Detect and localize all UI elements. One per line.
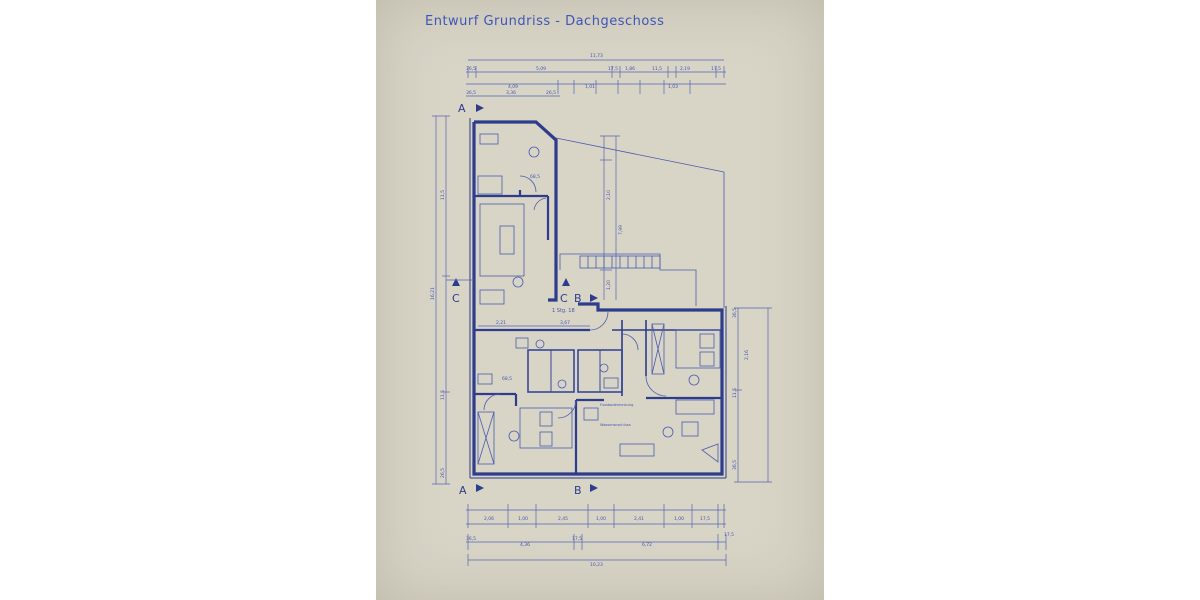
- dim-bottom-total: 10,23: [590, 562, 603, 568]
- dim-bottom-r2-3: 6,72: [642, 542, 652, 548]
- dim-center-0: 2,10: [606, 190, 612, 200]
- inner-dimensions: 2,21 3,67 68,5 68,5 Fussbodenheizung Was…: [478, 174, 633, 427]
- dim-bottom-r2-2: 17,5: [572, 536, 582, 542]
- dim-bottom-r2-1: 4,36: [520, 542, 530, 548]
- dim-bottom-r1-5: 1,00: [674, 516, 684, 522]
- exterior-walls: [469, 118, 727, 479]
- dim-bottom-r1-0: 2,06: [484, 516, 494, 522]
- dim-inner-3: 68,5: [502, 376, 512, 382]
- note-floor-heating: Fussbodenheizung: [600, 403, 633, 407]
- dim-left-0: 11,5: [440, 190, 446, 200]
- dim-bottom-r2-4: 17,5: [724, 532, 734, 538]
- dim-top-total: 11,73: [590, 53, 603, 59]
- dim-center-1: 7,99: [618, 225, 624, 235]
- dim-left-total: 16,21: [430, 287, 436, 300]
- dim-left-1: 11,5: [440, 390, 446, 400]
- stair-label: 1 Stg. 18: [552, 308, 575, 314]
- dim-left-2: 26,5: [440, 468, 446, 478]
- dim-top-r1-1: 5,09: [536, 66, 546, 72]
- section-b-mid: B: [574, 292, 582, 305]
- dim-inner-1: 3,67: [560, 320, 570, 326]
- dim-bottom-r1-1: 1,00: [518, 516, 528, 522]
- dim-top-r3-1: 3,36: [506, 90, 516, 96]
- dim-right-2: 11,5: [732, 388, 738, 398]
- staircase: 1 Stg. 18: [552, 255, 661, 314]
- dim-bottom-r2-0: 36,5: [466, 536, 476, 542]
- dim-top-r1-6: 17,5: [711, 66, 721, 72]
- dim-top-r2-0: 4,09: [508, 84, 518, 90]
- dim-top-r3-0: 36,5: [466, 90, 476, 96]
- dim-top-r1-3: 1,86: [625, 66, 635, 72]
- blueprint-sheet: [376, 0, 824, 600]
- dim-bottom-r1-6: 17,5: [700, 516, 710, 522]
- dim-inner-2: 68,5: [530, 174, 540, 180]
- dim-bottom-r1-4: 2,41: [634, 516, 644, 522]
- dim-right-0: 36,5: [732, 308, 738, 318]
- plan-title: Entwurf Grundriss - Dachgeschoss: [425, 14, 665, 29]
- section-a-bottom: A: [459, 484, 467, 497]
- section-markers: A A B B C C: [446, 102, 598, 497]
- dim-right-1: 2,16: [744, 350, 750, 360]
- left-dimension-chain: 16,21 11,5 11,5 26,5: [430, 115, 450, 485]
- dim-top-r3-2: 26,5: [546, 90, 556, 96]
- dim-center-2: 1,20: [606, 280, 612, 290]
- roof-outline: [555, 137, 725, 308]
- center-vertical-dimension: 2,10 7,99 1,20: [600, 135, 624, 300]
- right-dimension-chain: 36,5 2,16 11,5 36,5: [732, 307, 772, 483]
- dim-bottom-r1-3: 1,00: [596, 516, 606, 522]
- dim-top-r1-4: 11,5: [652, 66, 662, 72]
- dim-top-r1-5: 2,19: [680, 66, 690, 72]
- door-swings: [483, 175, 667, 419]
- top-dimension-chains: 11,73 36,5 5,09 17,5 1,86 11,5 2,19 17,5…: [466, 53, 726, 97]
- dim-top-r2-1: 1,01: [585, 84, 595, 90]
- dim-bottom-r1-2: 2,45: [558, 516, 568, 522]
- dim-top-r1-0: 36,5: [466, 66, 476, 72]
- section-a-top: A: [458, 102, 466, 115]
- note-water-connection: Wasseranschluss: [600, 423, 631, 427]
- section-b-bottom: B: [574, 484, 582, 497]
- section-c-left: C: [452, 292, 460, 305]
- dim-inner-0: 2,21: [496, 320, 506, 326]
- section-c-mid: C: [560, 292, 568, 305]
- dim-right-3: 36,5: [732, 460, 738, 470]
- dim-top-r1-2: 17,5: [608, 66, 618, 72]
- dim-top-r2-2: 1,03: [668, 84, 678, 90]
- furniture: [477, 133, 721, 465]
- bottom-dimension-chains: 2,06 1,00 2,45 1,00 2,41 1,00 17,5 36,5 …: [466, 504, 734, 568]
